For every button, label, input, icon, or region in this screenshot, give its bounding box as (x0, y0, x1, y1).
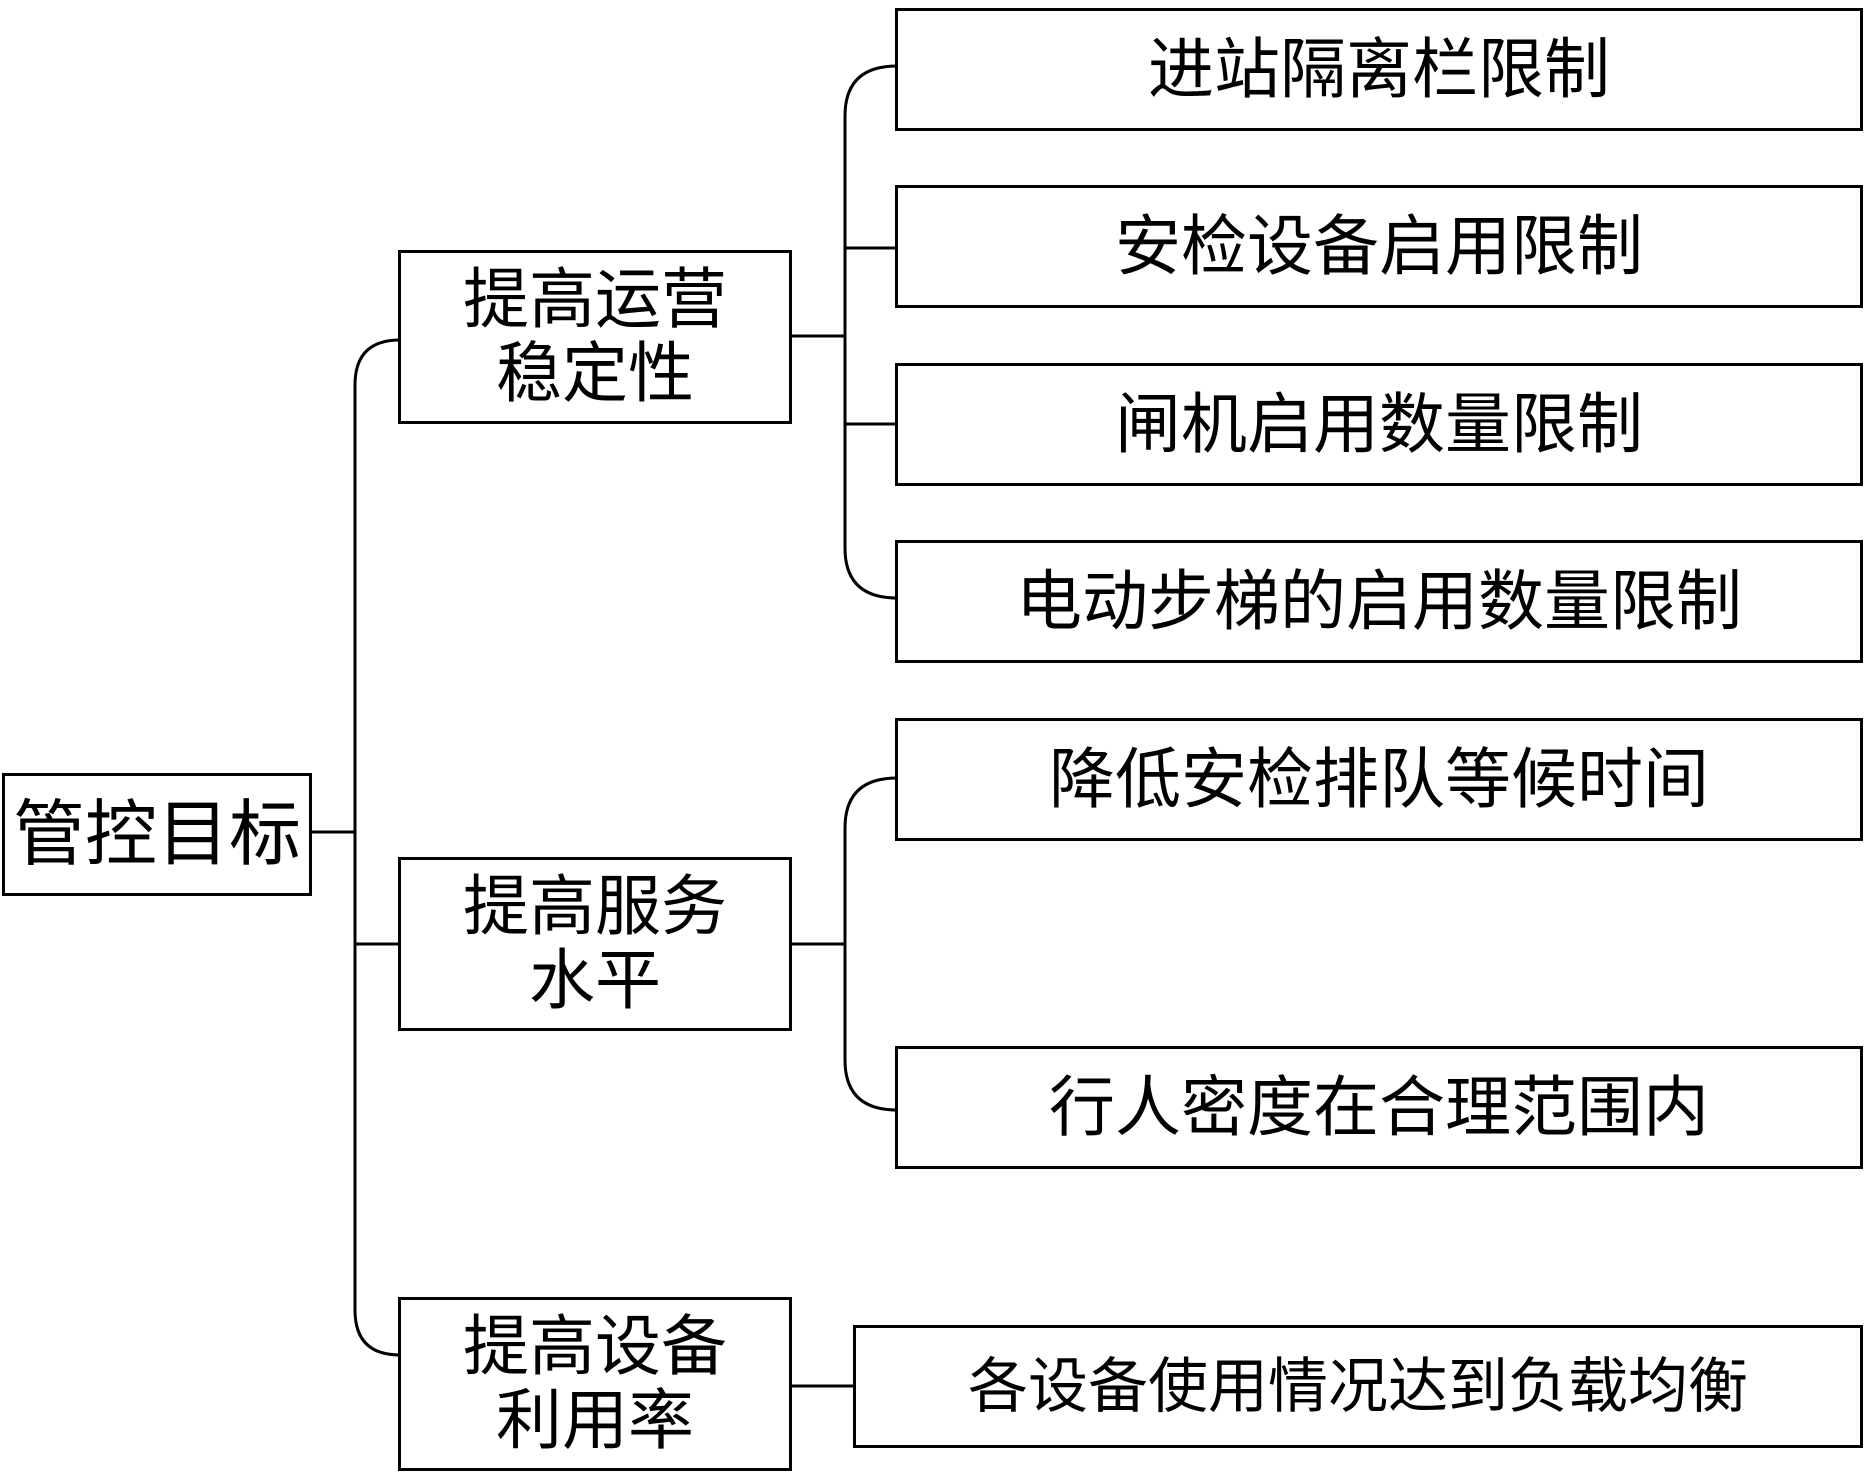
leaf-label: 行人密度在合理范围内 (1049, 1068, 1709, 1146)
leaf-label: 降低安检排队等候时间 (1049, 740, 1709, 818)
leaf-node: 电动步梯的启用数量限制 (895, 540, 1863, 663)
connector-branch2-trunk (843, 776, 898, 1112)
leaf-label: 安检设备启用限制 (1115, 207, 1643, 285)
branch-label: 提高设备 利用率 (463, 1308, 727, 1459)
connector-branch1-trunk (843, 64, 898, 600)
branch-node-operational-stability: 提高运营 稳定性 (398, 250, 792, 424)
leaf-node: 闸机启用数量限制 (895, 363, 1863, 486)
leaf-label: 各设备使用情况达到负载均衡 (968, 1351, 1748, 1422)
leaf-node: 降低安检排队等候时间 (895, 718, 1863, 841)
branch-node-equipment-utilization: 提高设备 利用率 (398, 1297, 792, 1471)
connector-trunk (353, 338, 401, 1357)
leaf-label: 电动步梯的启用数量限制 (1016, 562, 1742, 640)
branch-label: 提高运营 稳定性 (463, 261, 727, 412)
leaf-node: 安检设备启用限制 (895, 185, 1863, 308)
root-node: 管控目标 (2, 773, 312, 896)
root-label: 管控目标 (12, 792, 301, 877)
branch-node-service-level: 提高服务 水平 (398, 857, 792, 1031)
leaf-node: 各设备使用情况达到负载均衡 (853, 1325, 1863, 1448)
leaf-label: 进站隔离栏限制 (1148, 30, 1610, 108)
leaf-node: 进站隔离栏限制 (895, 8, 1863, 131)
leaf-node: 行人密度在合理范围内 (895, 1046, 1863, 1169)
leaf-label: 闸机启用数量限制 (1115, 385, 1643, 463)
branch-label: 提高服务 水平 (463, 868, 727, 1019)
